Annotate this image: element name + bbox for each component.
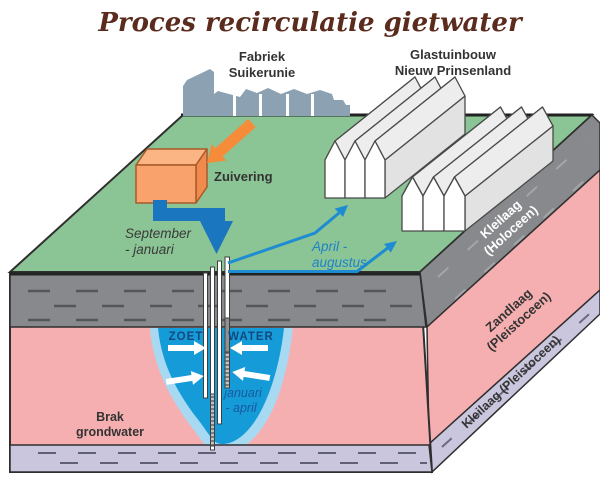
well-pipe-3 <box>217 260 222 425</box>
side-clay-dashes <box>437 141 599 300</box>
factory-to-purification-arrow-icon <box>207 118 256 163</box>
svg-text:Nieuw Prinsenland: Nieuw Prinsenland <box>395 63 511 78</box>
well-pipe-2 <box>210 266 215 451</box>
svg-text:Suikerunie: Suikerunie <box>229 65 295 80</box>
supply-period-label: April - augustus <box>311 239 367 270</box>
injection-arrow-icon <box>153 200 233 254</box>
svg-text:April -: April - <box>311 239 348 254</box>
supply-arrow-2-icon <box>228 241 397 273</box>
page-title: Proces recirculatie gietwater <box>97 8 524 38</box>
extraction-period-label: januari - april <box>222 386 263 415</box>
well-pipes <box>203 256 230 451</box>
supply-arrow-1-icon <box>227 205 348 265</box>
inflow-arrows <box>165 341 271 385</box>
greenhouse-block-2 <box>401 106 554 232</box>
front-deepclay-layer <box>9 444 433 473</box>
svg-text:grondwater: grondwater <box>76 425 144 439</box>
greenhouse-block-1 <box>324 76 466 199</box>
front-deepclay-dashes <box>38 452 427 464</box>
injection-period-label: September - januari <box>125 226 192 257</box>
svg-text:Glastuinbouw: Glastuinbouw <box>410 47 497 62</box>
svg-text:- januari: - januari <box>125 242 175 257</box>
side-band-holocene-clay <box>419 113 600 329</box>
arrow-right-icon <box>168 341 206 355</box>
factory-slits <box>233 94 314 116</box>
fresh-water-label-right: WATER <box>228 331 274 343</box>
purification-box-front <box>135 164 197 204</box>
arrow-right-icon <box>165 370 204 385</box>
svg-text:augustus: augustus <box>312 255 367 270</box>
well-pipe-1 <box>203 272 208 399</box>
well-screen-2 <box>210 393 215 447</box>
arrow-left-icon <box>232 366 271 381</box>
svg-text:Brak: Brak <box>96 410 124 424</box>
greenhouse-label: Glastuinbouw Nieuw Prinsenland <box>395 47 511 78</box>
purification-label: Zuivering <box>214 169 273 184</box>
factory-silhouette <box>183 69 350 116</box>
purification-box-top <box>135 148 208 166</box>
svg-text:- april: - april <box>225 401 257 415</box>
svg-text:Fabriek: Fabriek <box>239 49 286 64</box>
svg-text:September: September <box>125 226 192 241</box>
brackish-label: Brak grondwater <box>76 410 144 439</box>
well-screen-4 <box>224 351 230 389</box>
svg-text:januari: januari <box>222 386 263 400</box>
factory-label: Fabriek Suikerunie <box>229 49 295 80</box>
purification-box <box>135 148 208 204</box>
arrow-left-icon <box>230 341 268 355</box>
fresh-water-label-left: ZOET <box>169 331 204 343</box>
